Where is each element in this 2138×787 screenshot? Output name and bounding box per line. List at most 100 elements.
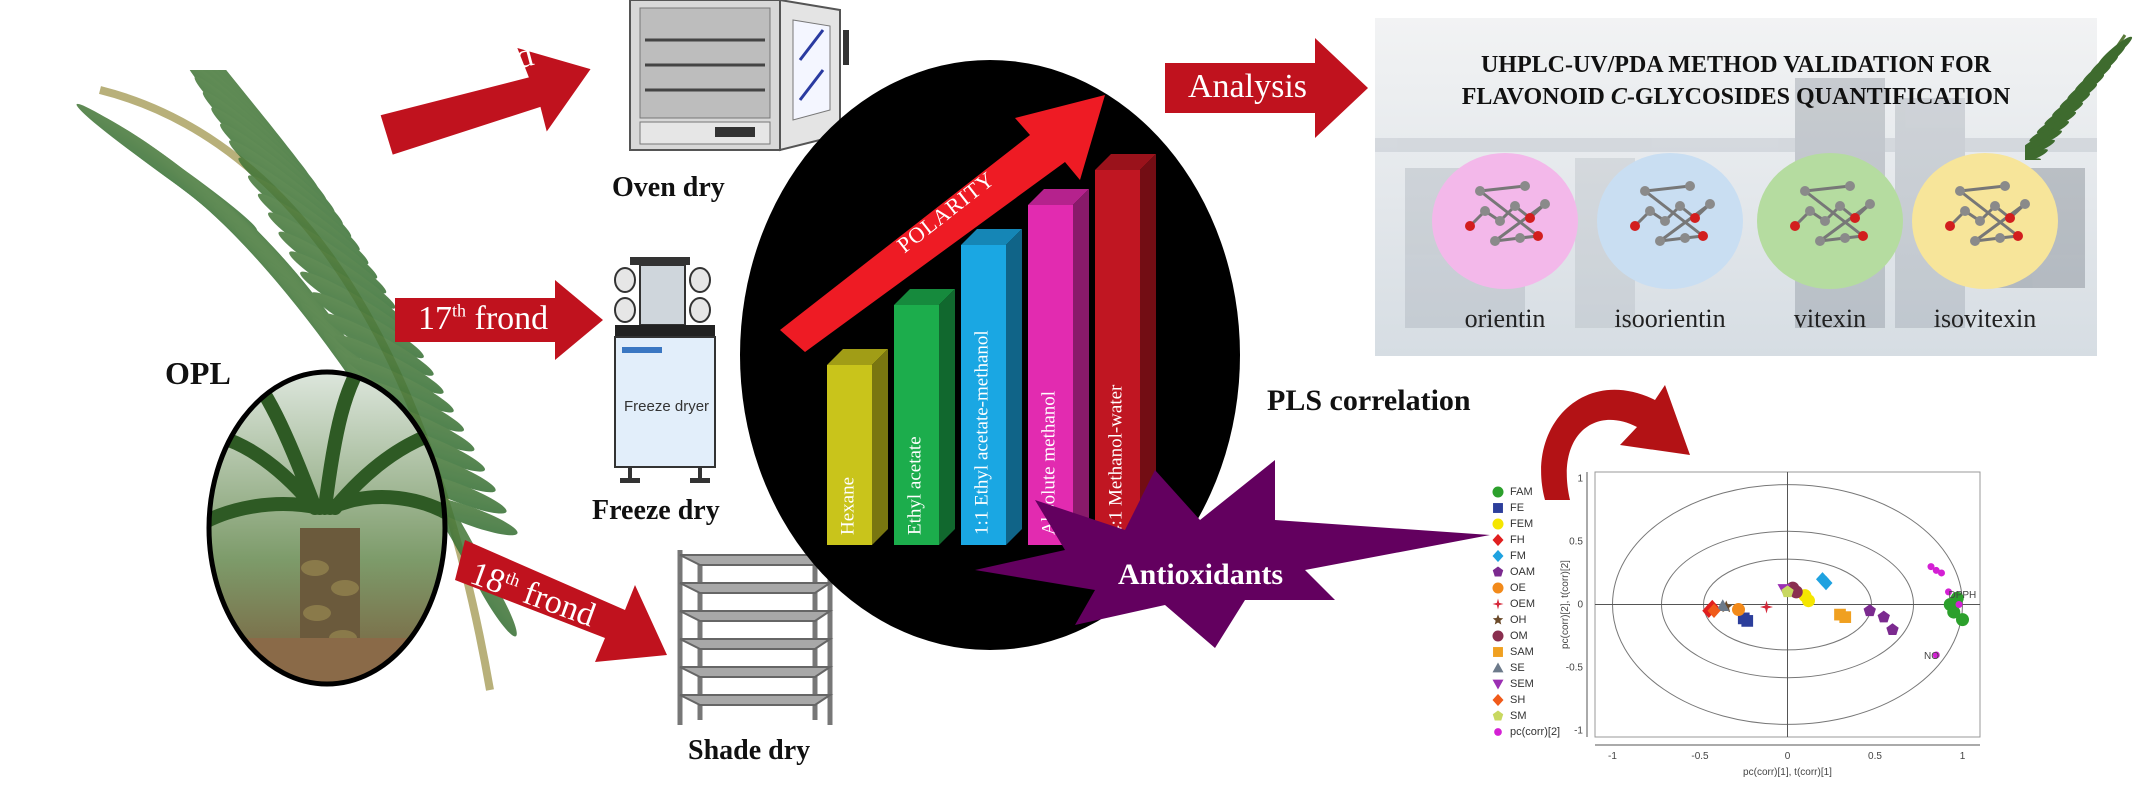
scatter-point [1955,601,1963,608]
scatter-point [1819,575,1833,591]
polarity-arrow [780,95,1105,352]
legend-entry: OAM [1492,564,1560,580]
legend-label: SEM [1510,678,1534,690]
flavonoid-vitexin: vitexin [1755,146,1905,346]
solvent-label: Ethyl acetate [905,436,926,535]
scatter-point [1932,566,1940,574]
legend-entry: SE [1492,660,1560,676]
solvent-label: Hexane [838,477,859,535]
antioxidants-label: Antioxidants [1118,558,1284,591]
frond-leaflet [423,497,518,536]
pls-correlation-label: PLS correlation [1267,384,1471,417]
legend-marker [1492,694,1504,706]
solvent-label: Absolute methanol [1039,391,1060,535]
legend-marker [1492,534,1504,546]
molecule-icon [1757,153,1903,289]
flavonoid-isoorientin: isoorientin [1595,146,1745,346]
leaf-blade [2029,121,2070,142]
flavonoid-orientin: orientin [1430,146,1580,346]
x-axis-label: pc(corr)[1], t(corr)[1] [1743,767,1832,778]
arrow-17th-frond [395,280,603,360]
curved-arrow [1541,385,1690,500]
legend-entry: OE [1492,580,1560,596]
legend-label: OE [1510,582,1526,594]
point-label: DPPH [1949,590,1977,601]
scatter-point [1760,600,1773,614]
leaf-blade [2036,111,2077,134]
legend-marker [1492,710,1504,721]
legend-marker [1492,550,1504,562]
arrow-18th-frond [455,540,667,662]
analysis-arrow [1165,38,1368,138]
legend-label: FAM [1510,486,1533,498]
opl-label: OPL [165,355,231,391]
legend-marker [1493,647,1503,657]
legend-label: SE [1510,662,1525,674]
scatter-point [1938,569,1945,577]
legend-label: FM [1510,550,1526,562]
freeze-dryer-illustration [614,257,716,483]
arrow-16th-frond [380,47,591,155]
solvent-bar: 1:1 Ethyl acetate-methanol [961,229,1022,545]
legend-entry: FEM [1492,516,1560,532]
x-tick-label: 0.5 [1868,751,1882,762]
shade-rack-illustration [677,550,834,725]
flavonoid-name: orientin [1464,304,1546,333]
oven-dry-label: Oven dry [612,172,725,203]
legend-label: SH [1510,694,1526,706]
scatter-point [1956,613,1969,627]
rack-shelf [679,638,834,650]
flavonoid-name: isovitexin [1933,304,2037,333]
solvent-bar: Ethyl acetate [894,289,955,545]
legend-entry: FAM [1492,484,1560,500]
legend-marker [1492,518,1504,530]
rack-shelf [679,582,834,594]
frond-leaflet [334,334,444,394]
y-tick-label: -0.5 [1566,663,1584,674]
rack-shelf [679,610,834,622]
oil-palm-photo [206,369,448,687]
legend-label: FEM [1510,518,1534,530]
scatter-point [1863,604,1876,617]
analysis-label: Analysis [1188,68,1307,105]
x-tick-label: -0.5 [1691,751,1709,762]
point-label: NO [1924,651,1939,662]
scatter-point [1716,599,1730,611]
legend-label: OEM [1510,598,1536,610]
legend-marker [1492,630,1504,642]
legend-label: FH [1510,534,1525,546]
scatter-point [1839,611,1852,623]
legend-marker [1492,598,1504,610]
legend-entry: OEM [1492,596,1560,612]
legend-marker [1492,614,1504,625]
y-axis-label: pc(corr)[2], t(corr)[2] [1560,560,1571,649]
flavonoid-name: isoorientin [1614,304,1726,333]
validation-title-line1: UHPLC-UV/PDA METHOD VALIDATION FOR [1480,52,1992,78]
legend-label: FE [1510,502,1525,514]
legend-entry: SH [1492,692,1560,708]
scatter-point [1927,563,1935,571]
leaf-blade [2025,130,2062,151]
freeze-dry-label: Freeze dry [592,495,720,526]
frond-leaflet [289,251,405,325]
legend-marker [1492,486,1504,498]
x-tick-label: -1 [1608,751,1617,762]
molecule-icon [1912,153,2058,289]
legend-entry: FE [1492,500,1560,516]
legend-marker [1492,566,1504,577]
legend-marker [1492,679,1504,690]
solvent-bar: Hexane [827,349,888,545]
solvent-label: 4:1 Methanol-water [1106,384,1127,535]
y-tick-label: 1 [1577,473,1583,484]
antioxidants-starburst [975,460,1490,648]
x-tick-label: 1 [1960,751,1966,762]
legend-entry: SM [1492,708,1560,724]
legend-marker [1493,503,1503,513]
validation-title-line2: FLAVONOID C-GLYCOSIDES QUANTIFICATION [1461,84,2011,110]
legend-entry: SAM [1492,644,1560,660]
x-tick-label: 0 [1785,751,1791,762]
legend-label: OH [1510,614,1527,626]
legend-entry: FM [1492,548,1560,564]
scatter-point [1789,585,1803,599]
